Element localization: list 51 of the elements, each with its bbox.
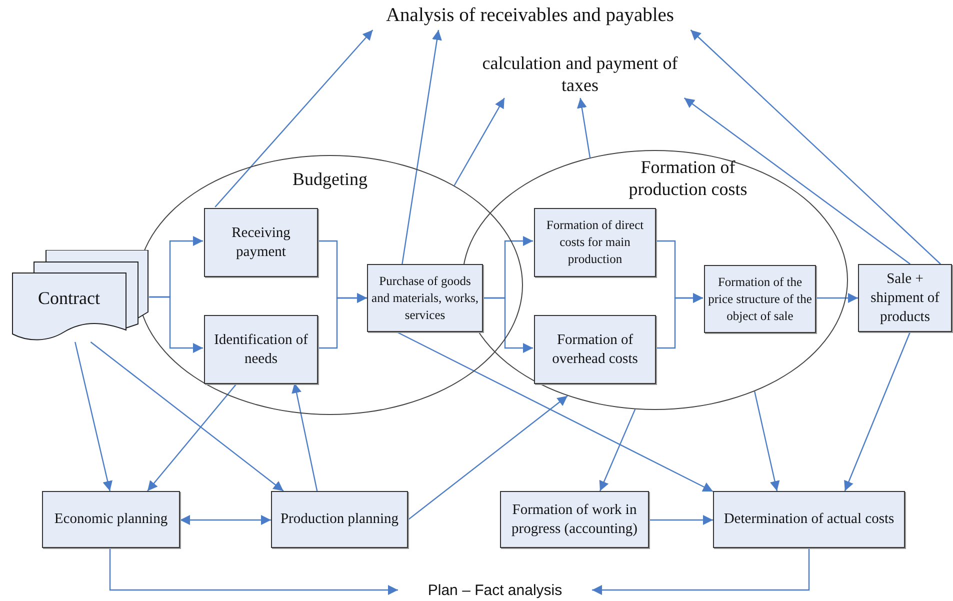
arrow xyxy=(690,30,941,264)
arrow xyxy=(109,548,398,595)
arrow xyxy=(292,382,318,492)
node-label: Formation of direct costs for main production xyxy=(545,217,645,268)
arrow xyxy=(149,296,203,353)
node-label: Production planning xyxy=(280,510,398,529)
arrow xyxy=(483,297,533,353)
node-label: Formation of overhead costs xyxy=(551,330,639,368)
node-label: Economic planning xyxy=(54,510,168,529)
arrow xyxy=(147,382,238,492)
outcome-label: Analysis of receivables and payables xyxy=(384,4,676,28)
outcome-label: calculation and payment of taxes xyxy=(481,52,679,96)
arrow xyxy=(576,98,591,158)
node-label: Sale + shipment of products xyxy=(870,270,940,326)
arrow xyxy=(396,331,714,492)
arrow xyxy=(684,98,910,264)
process-box xyxy=(534,315,656,384)
arrow xyxy=(214,30,374,208)
arrow xyxy=(844,332,911,492)
process-box xyxy=(204,208,318,277)
arrow xyxy=(402,30,442,264)
node-label: Contract xyxy=(37,287,101,310)
process-box xyxy=(713,491,905,548)
process-box xyxy=(858,264,952,332)
process-box xyxy=(704,265,816,333)
process-box xyxy=(42,491,180,548)
node-label: Purchase of goods and materials, works, services xyxy=(370,272,480,324)
arrow xyxy=(655,293,703,349)
node-label: Identification of needs xyxy=(213,330,309,368)
arrow xyxy=(599,409,636,492)
arrow xyxy=(90,342,284,492)
outcome-label: Plan – Fact analysis xyxy=(426,581,564,601)
arrow xyxy=(649,515,713,525)
process-box xyxy=(204,315,318,384)
arrow xyxy=(754,391,780,492)
arrow xyxy=(815,293,858,303)
arrow xyxy=(317,293,367,349)
node-label: Determination of actual costs xyxy=(724,510,894,529)
node-label: Formation of the price structure of the object of sale xyxy=(707,274,813,324)
arrow xyxy=(592,548,810,595)
node-label: Receiving payment xyxy=(230,224,292,262)
arrow xyxy=(408,395,568,520)
arrow xyxy=(180,515,271,525)
process-box xyxy=(500,491,649,548)
arrow xyxy=(454,98,505,186)
arrow xyxy=(74,342,112,492)
process-box xyxy=(271,491,408,548)
node-label: Formation of work in progress (accounting) xyxy=(510,500,639,538)
process-box xyxy=(534,208,656,277)
group-title: Budgeting xyxy=(292,168,368,191)
group-title: Formation of production costs xyxy=(628,156,748,200)
